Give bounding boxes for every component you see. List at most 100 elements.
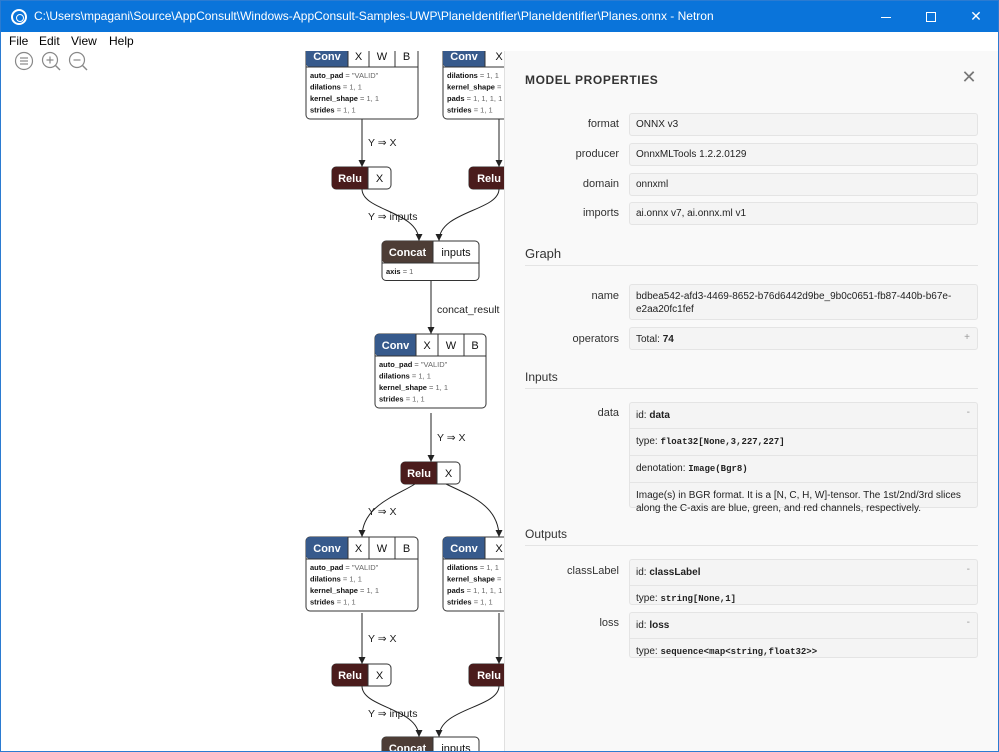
- prop-value-format[interactable]: ONNX v3: [629, 113, 978, 136]
- node-attribute: axis = 1: [386, 267, 413, 276]
- edge-arrowhead: [435, 730, 443, 737]
- edge-arrowhead: [427, 327, 435, 334]
- zoom-in-icon[interactable]: [41, 51, 61, 71]
- attribute-name: kernel_shape: [310, 94, 358, 103]
- input-data-box[interactable]: id: data type: float32[None,3,227,227] d…: [629, 402, 978, 514]
- input-id-value: data: [649, 410, 670, 421]
- menu-file[interactable]: File: [9, 34, 29, 48]
- node-op-label: Conv: [450, 51, 478, 63]
- prop-value-imports[interactable]: ai.onnx v7, ai.onnx.ml v1: [629, 202, 978, 225]
- attribute-value: = 1, 1: [495, 83, 504, 92]
- edge-label: Y ⇒ X: [368, 633, 396, 645]
- graph-edge: [361, 483, 416, 538]
- attribute-value: = 1, 1: [495, 575, 504, 584]
- input-type-value: float32[None,3,227,227]: [660, 437, 785, 447]
- node-input-label: X: [445, 468, 453, 480]
- input-type-row: type: float32[None,3,227,227]: [630, 428, 977, 455]
- close-window-button[interactable]: ✕: [953, 1, 998, 32]
- prop-value-name[interactable]: bdbea542-afd3-4469-8652-b76d6442d9be_9b0…: [629, 284, 978, 320]
- node-input-label: B: [471, 340, 478, 352]
- node-op-header: [443, 51, 485, 67]
- collapse-toggle-button[interactable]: -: [966, 564, 970, 575]
- netron-app-icon: [11, 9, 27, 25]
- panel-title: MODEL PROPERTIES: [525, 73, 659, 87]
- edge-arrowhead: [495, 657, 503, 664]
- node-op-header: [382, 241, 433, 263]
- attribute-value: = 1, 1: [341, 575, 362, 584]
- section-outputs: Outputs: [525, 527, 978, 546]
- node-input-label: X: [376, 670, 384, 682]
- denotation-prefix: denotation:: [636, 463, 689, 474]
- prop-label-name: name: [591, 290, 619, 302]
- edge-arrowhead: [427, 455, 435, 462]
- prop-value-operators[interactable]: Total: 74 +: [629, 327, 978, 350]
- node-input-label: W: [377, 543, 388, 555]
- node-attribute: strides = 1, 1: [447, 106, 493, 115]
- node-op-label: Conv: [382, 340, 410, 352]
- output-type-value: sequence<map<string,float32>>: [660, 647, 818, 657]
- edge-arrowhead: [435, 234, 443, 241]
- edge-label: concat_result: [437, 304, 500, 316]
- attribute-name: auto_pad: [379, 360, 413, 369]
- node-op-header-edge: [412, 334, 416, 356]
- node-op-label: Relu: [338, 173, 362, 185]
- node-attribute: dilations = 1, 1: [379, 372, 431, 381]
- menu-bar: File Edit View Help: [1, 32, 998, 51]
- prop-label-producer: producer: [575, 148, 619, 160]
- node-op-header: [382, 737, 433, 751]
- sidebar-toggle-icon[interactable]: [14, 51, 34, 71]
- edge-arrowhead: [358, 160, 366, 167]
- output-type-row: type: string[None,1]: [630, 585, 977, 612]
- maximize-icon: [926, 12, 936, 23]
- zoom-out-icon[interactable]: [68, 51, 88, 71]
- collapse-toggle-button[interactable]: -: [966, 617, 970, 628]
- node-input-label: B: [403, 543, 410, 555]
- producer-value: OnnxMLTools 1.2.2.0129: [636, 149, 747, 160]
- type-prefix: type:: [636, 593, 661, 604]
- edge-arrowhead: [415, 730, 423, 737]
- minimize-button[interactable]: [863, 1, 909, 32]
- output-loss-box[interactable]: id: loss type: sequence<map<string,float…: [629, 612, 978, 658]
- input-id-row: id: data: [630, 403, 977, 428]
- type-prefix: type:: [636, 436, 661, 447]
- node-op-header: [332, 167, 368, 189]
- attribute-value: = 1: [401, 267, 414, 276]
- attribute-name: kernel_shape: [447, 575, 495, 584]
- attribute-name: dilations: [310, 575, 341, 584]
- menu-help[interactable]: Help: [109, 34, 134, 48]
- graph-edge: [438, 188, 500, 242]
- menu-edit[interactable]: Edit: [39, 34, 60, 48]
- title-bar[interactable]: C:\Users\mpagani\Source\AppConsult\Windo…: [1, 1, 998, 32]
- menu-view[interactable]: View: [71, 34, 97, 48]
- maximize-button[interactable]: [908, 1, 954, 32]
- node-op-header: [332, 664, 368, 686]
- attribute-name: kernel_shape: [310, 586, 358, 595]
- node-op-label: Conv: [313, 51, 341, 63]
- node-input-label: X: [355, 51, 363, 63]
- collapse-toggle-button[interactable]: -: [966, 407, 970, 418]
- attribute-value: = 1, 1: [335, 106, 356, 115]
- attribute-value: = "VALID": [412, 360, 447, 369]
- operators-prefix: Total:: [636, 334, 663, 345]
- attribute-name: pads: [447, 586, 465, 595]
- node-op-header: [401, 462, 437, 484]
- node-attribute: kernel_shape = 1, 1: [447, 575, 504, 584]
- graph-edge: [445, 483, 500, 538]
- attribute-name: axis: [386, 267, 401, 276]
- prop-value-domain[interactable]: onnxml: [629, 173, 978, 196]
- node-input-label: X: [355, 543, 363, 555]
- attribute-name: dilations: [447, 71, 478, 80]
- attribute-value: = 1, 1, 1, 1: [465, 94, 503, 103]
- prop-value-producer[interactable]: OnnxMLTools 1.2.2.0129: [629, 143, 978, 166]
- output-classlabel-box[interactable]: id: classLabel type: string[None,1] -: [629, 559, 978, 605]
- expand-toggle-button[interactable]: +: [964, 332, 970, 343]
- node-input-label: W: [377, 51, 388, 63]
- attribute-name: strides: [379, 395, 404, 404]
- close-panel-button[interactable]: ✕: [961, 67, 977, 87]
- node-attribute: kernel_shape = 1, 1: [447, 83, 504, 92]
- id-prefix: id:: [636, 410, 650, 421]
- output-id-row: id: loss: [630, 613, 977, 638]
